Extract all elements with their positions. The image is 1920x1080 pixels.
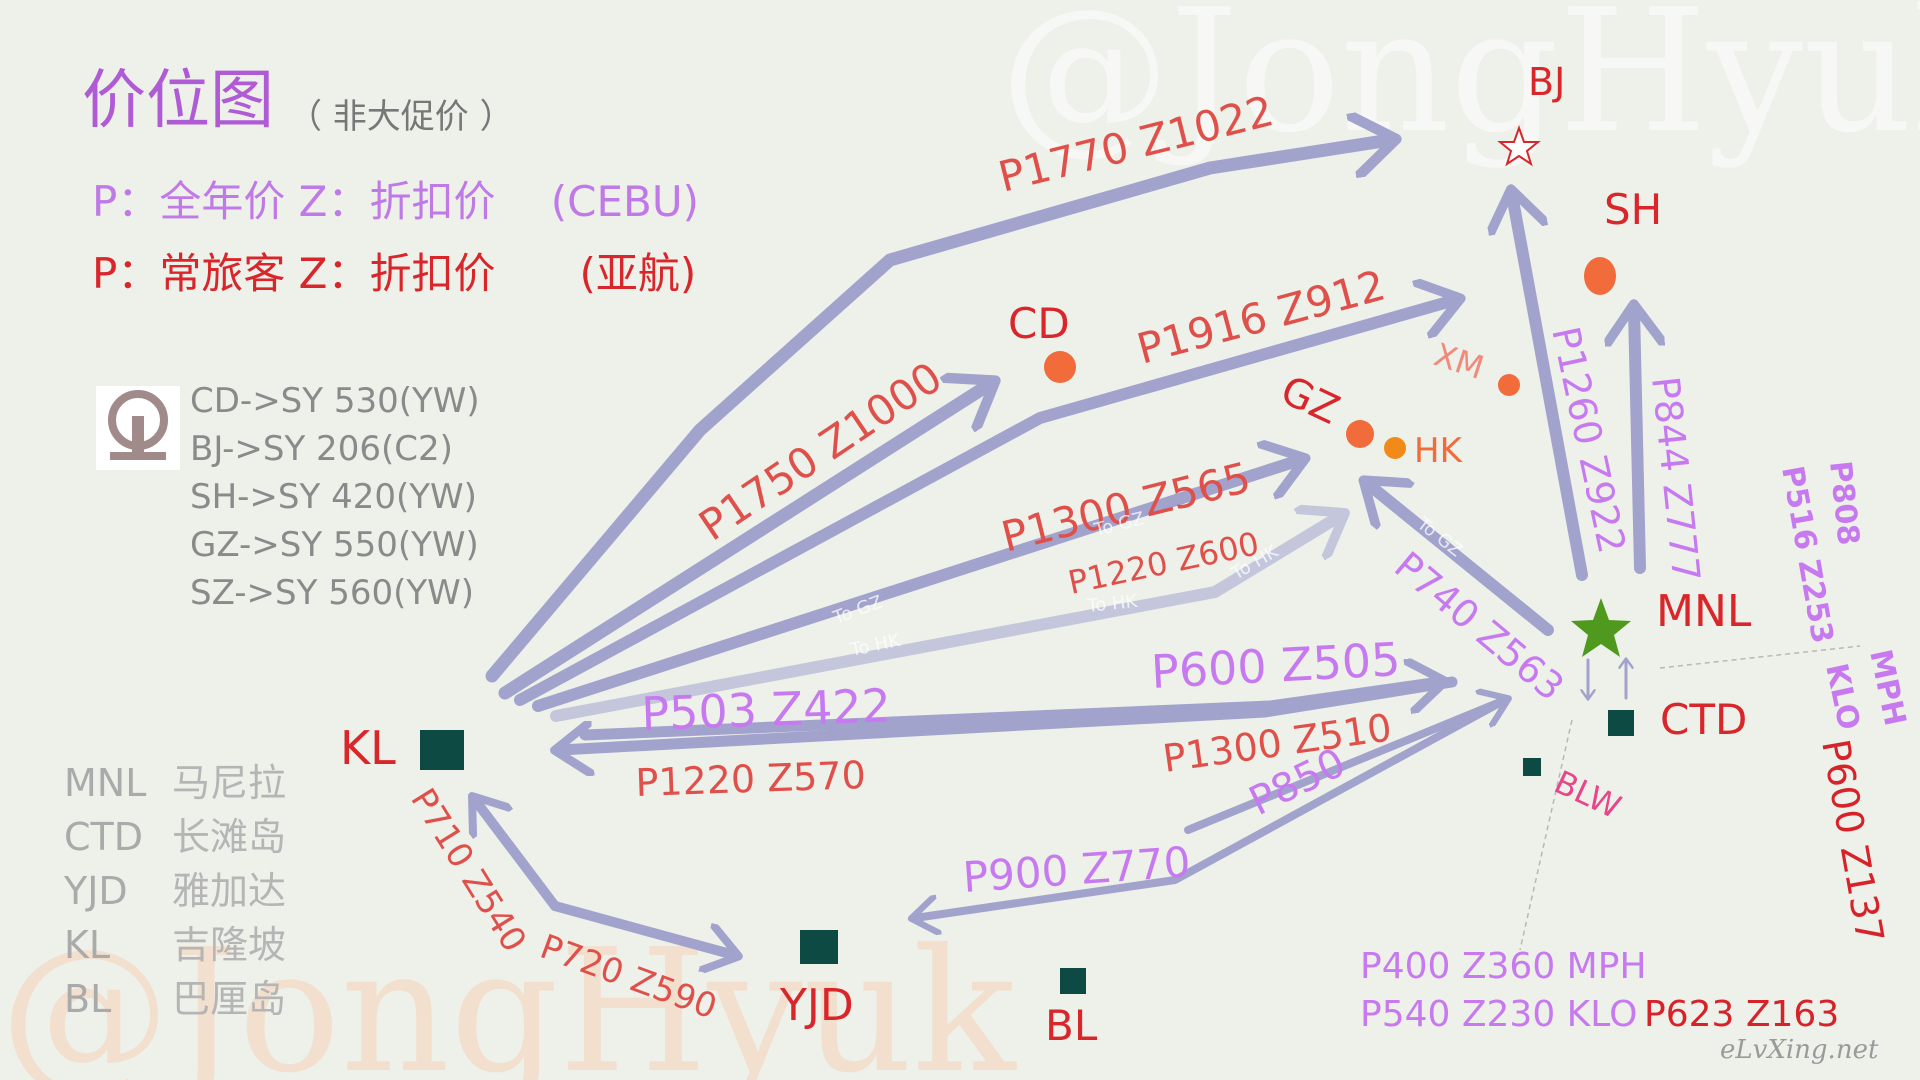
route-label-mnl-sh: P844 Z777 [1643,374,1708,584]
klo-label-2: P600 Z137 [1813,736,1892,947]
xm-dot [1498,374,1520,396]
train-line-4: GZ->SY 550(YW) [190,525,479,565]
abbr-code-2: CTD [64,815,143,859]
sh-dot [1584,257,1616,295]
blw-square [1523,758,1541,776]
route-label-mnl-yjd: P900 Z770 [961,837,1192,902]
watermark-site: eLvXing.net [1720,1035,1879,1065]
city-label-xm: XM [1430,335,1489,386]
bj-star-icon [1497,125,1541,167]
abbr-code-4: KL [64,923,110,967]
watermark-top: @JongHyuk [1000,0,1920,171]
legend-cebu: P：全年价 Z：折扣价 (CEBU) [92,177,699,226]
route-mnl-bj [1512,195,1588,581]
abbr-name-2: 长滩岛 [172,815,286,859]
klo-label-1: KLO [1818,660,1866,733]
mnl-star-icon [1571,598,1631,657]
yjd-square [800,930,838,964]
route-yjd-mnl [1184,700,1505,834]
train-line-1: CD->SY 530(YW) [190,381,480,421]
train-line-2: BJ->SY 206(C2) [190,429,453,469]
route-kl-bj [485,140,1390,683]
route-yjd-kl [475,800,560,911]
bl-square [1060,968,1086,994]
city-label-hk: HK [1414,431,1464,471]
guide-line-mph [1659,645,1861,669]
abbr-name-1: 马尼拉 [172,761,286,805]
city-label-mnl: MNL [1656,586,1752,637]
guide-line-blw [1519,719,1573,951]
route-kl-hk [550,516,1340,722]
watermark-bottom: @JongHyuk [0,913,1018,1080]
abbr-name-5: 巴厘岛 [172,977,286,1021]
mph-label-1: P808 [1822,459,1866,547]
legend-airasia: P：常旅客 Z：折扣价 (亚航) [92,249,696,298]
city-label-bl: BL [1045,1001,1098,1050]
route-mnl-gz [1368,484,1554,636]
bottom-label-2b: P623 Z163 [1644,994,1839,1035]
abbr-code-1: MNL [64,761,146,805]
route-label-kl-mnl: P600 Z505 [1150,632,1402,699]
city-label-yjd: YJD [779,980,854,1031]
route-label-kl-cd: P1750 Z1000 [690,352,951,550]
abbr-name-4: 吉隆坡 [172,923,286,967]
ctd-square [1608,710,1634,736]
abbr-code-5: BL [64,977,111,1021]
bottom-label-2a: P540 Z230 KLO [1360,994,1637,1035]
abbr-name-3: 雅加达 [172,869,286,913]
route-kl-yjd [550,901,734,955]
mph-label-3: MPH [1862,646,1912,729]
route-kl-cd [498,384,990,700]
kl-square [420,730,464,770]
route-mnl-sh [1634,310,1640,574]
cd-dot [1044,351,1076,383]
city-label-sh: SH [1604,185,1662,234]
railway-logo-icon [96,386,180,470]
city-label-ctd: CTD [1660,695,1747,744]
route-kl-sh [514,300,1455,706]
route-label-mnl-kl-2: P1220 Z570 [635,753,867,805]
page-title: 价位图 [82,64,274,138]
abbr-code-3: YJD [63,869,128,913]
route-label-mnl-kl: P503 Z422 [640,678,891,741]
route-kl-gz [532,460,1300,712]
city-label-bj: BJ [1528,60,1565,104]
train-line-5: SZ->SY 560(YW) [190,573,474,613]
city-label-kl: KL [340,721,396,775]
city-label-gz: GZ [1274,367,1346,433]
route-kl-mnl [579,682,1440,741]
bottom-label-1: P400 Z360 MPH [1360,946,1647,987]
hk-dot [1384,437,1406,459]
gz-dot [1346,420,1374,448]
city-label-blw: BLW [1549,763,1627,826]
page-subtitle: （ 非大促价 ） [288,97,514,137]
city-label-cd: CD [1008,299,1070,348]
train-line-3: SH->SY 420(YW) [190,477,477,517]
route-mnl-yjd [915,696,1509,918]
